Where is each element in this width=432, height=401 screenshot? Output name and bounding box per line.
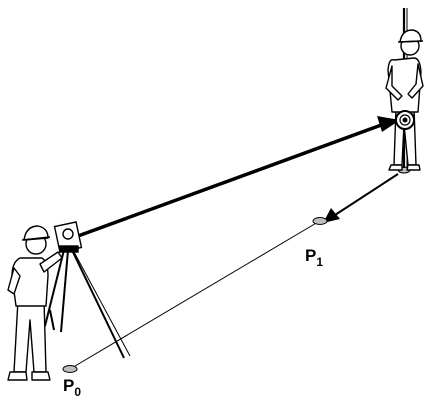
total-station [55,222,82,252]
label-p1-letter: P [305,246,316,265]
label-p0: P0 [63,376,81,399]
label-p0-letter: P [63,376,74,395]
label-p1: P1 [305,246,323,269]
marker-p1 [313,218,327,225]
prism-reflector [396,111,414,129]
offset-arrow-line [335,174,398,215]
label-p1-sub: 1 [316,255,323,269]
marker-p0 [63,366,77,373]
baseline-p0-to-p1 [70,222,318,369]
operator-figure [8,226,62,380]
label-p0-sub: 0 [74,385,81,399]
tripod [45,250,130,358]
rod-holder-figure [386,8,423,170]
